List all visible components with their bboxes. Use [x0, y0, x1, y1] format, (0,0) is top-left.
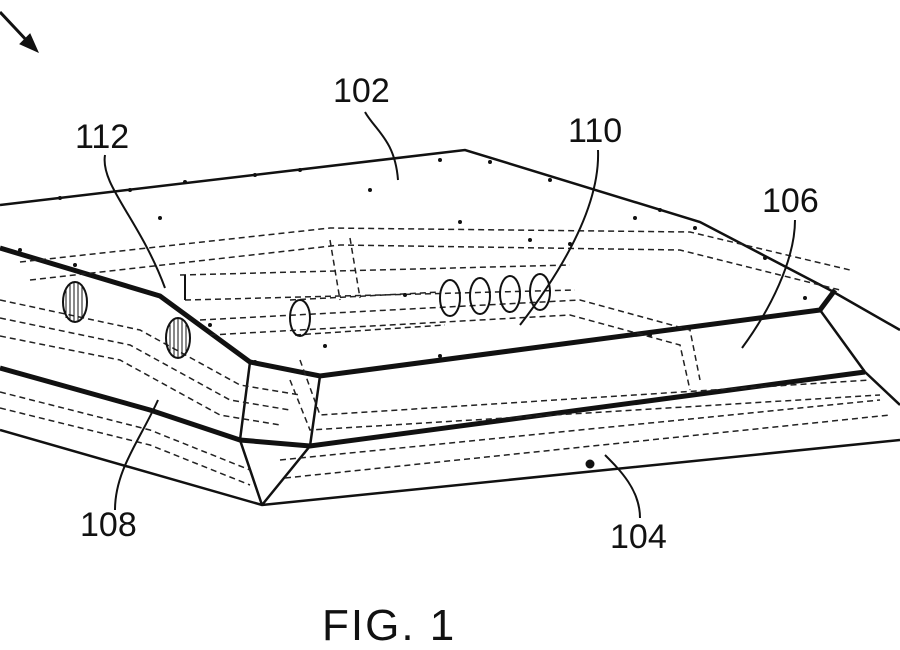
- leader-106: [741, 219, 796, 349]
- view-arrow: [0, 10, 39, 53]
- patent-drawing: [0, 10, 900, 519]
- ref-110: 110: [568, 112, 623, 150]
- rivet-dots: [18, 158, 807, 469]
- tube-end-hatching: [65, 283, 187, 357]
- tube-hidden: [179, 237, 576, 336]
- leader-112: [103, 154, 166, 289]
- leader-110: [519, 149, 600, 326]
- ref-108: 108: [80, 506, 137, 544]
- top-panel-outline: [0, 148, 900, 332]
- ref-104: 104: [610, 518, 667, 556]
- leader-104: [604, 454, 641, 519]
- ref-112: 112: [75, 118, 130, 156]
- leader-lines: [103, 111, 796, 519]
- ref-102: 102: [333, 72, 390, 110]
- side-edges: [0, 309, 900, 507]
- rim-thick: [0, 245, 866, 449]
- figure-caption: FIG. 1: [322, 601, 457, 650]
- ref-106: 106: [762, 182, 819, 220]
- tube-segments: [62, 273, 551, 359]
- inner-frame-hidden: [0, 227, 891, 486]
- leader-102: [364, 111, 399, 181]
- leader-108: [114, 399, 159, 511]
